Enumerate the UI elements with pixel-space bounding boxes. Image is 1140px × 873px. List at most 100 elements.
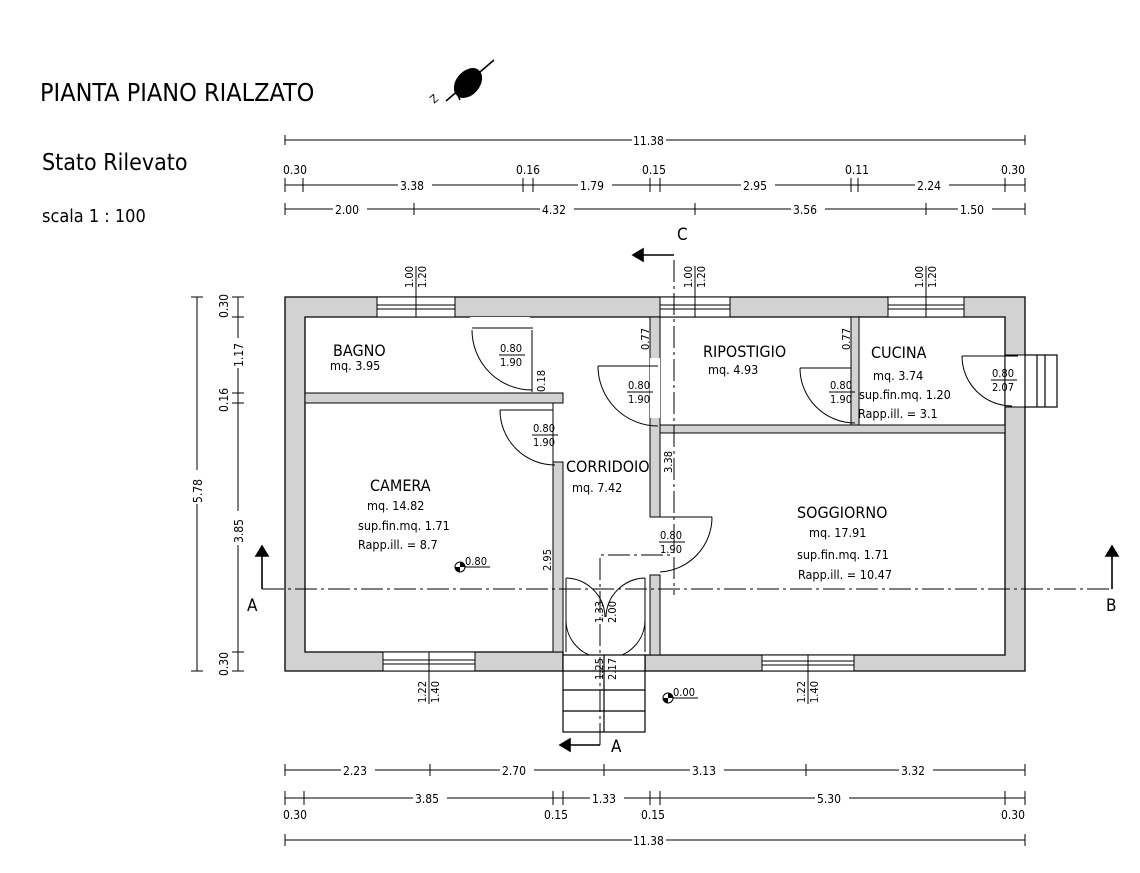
room-camera: CAMERA mq. 14.82 sup.fin.mq. 1.71 Rapp.i…	[358, 476, 450, 552]
top-dim-label: 0.16	[516, 163, 540, 177]
bottom-dimension-labels: 2.23 2.70 3.13 3.32 3.85 1.33 5.30 0.30 …	[283, 763, 1025, 848]
entrance-dim-a: 1.33	[593, 601, 606, 623]
bottom-dim-label: 0.15	[641, 808, 665, 822]
room-bagno: BAGNO mq. 3.95	[330, 341, 386, 373]
section-label-b: B	[1106, 596, 1117, 616]
door-width: 0.80	[992, 367, 1014, 380]
section-label-a-bottom: A	[611, 737, 622, 757]
door-width: 0.80	[500, 342, 522, 355]
room-sup: sup.fin.mq. 1.20	[859, 387, 951, 402]
wall-label: 3.38	[662, 451, 675, 473]
room-rapp: Rapp.ill. = 10.47	[798, 567, 892, 582]
window-width: 1.22	[795, 681, 808, 703]
bottom-dim-label: 3.13	[692, 764, 716, 778]
room-sup: sup.fin.mq. 1.71	[797, 547, 889, 562]
step-dim-b: 2.17	[606, 658, 619, 680]
door-labels: 0.80 1.90 0.80 1.90 0.80 1.90 0.80 1.90 …	[499, 342, 1017, 680]
bottom-dim-label: 2.70	[502, 764, 526, 778]
bottom-dim-label: 1.33	[592, 792, 616, 806]
wall-label: 0.18	[535, 370, 548, 392]
top-dim-label: 1.79	[580, 179, 604, 193]
wall-label: 0.77	[840, 328, 853, 350]
room-area: mq. 7.42	[572, 480, 622, 495]
plan-title: PIANTA PIANO RIALZATO	[40, 78, 314, 107]
window-height: 1.40	[808, 681, 821, 703]
top-dim-label: 3.38	[400, 179, 424, 193]
room-cucina: CUCINA mq. 3.74 sup.fin.mq. 1.20 Rapp.il…	[858, 343, 951, 421]
left-total-label: 5.78	[191, 479, 205, 503]
window-width: 1.22	[416, 681, 429, 703]
top-dim-label: 2.95	[743, 179, 767, 193]
elevation-marker-outside: 0.00	[662, 686, 698, 704]
elevation-value: 0.00	[673, 686, 695, 699]
bottom-dim-label: 0.15	[544, 808, 568, 822]
section-label-a: A	[247, 596, 258, 616]
window-width: 1.00	[403, 266, 416, 288]
left-dim-label: 0.16	[217, 388, 231, 412]
top-dim-label: 2.24	[917, 179, 941, 193]
left-dim-label: 3.85	[232, 519, 246, 543]
left-dim-label: 1.17	[232, 343, 246, 367]
room-area: mq. 3.74	[873, 368, 923, 383]
bottom-dim-label: 3.85	[415, 792, 439, 806]
room-area: mq. 17.91	[809, 525, 866, 540]
room-area: mq. 3.95	[330, 358, 380, 373]
svg-text:Z: Z	[428, 92, 442, 106]
window-ticks	[415, 266, 927, 704]
north-arrow-icon: Z	[428, 59, 495, 106]
room-rapp: Rapp.ill. = 8.7	[358, 537, 438, 552]
entrance-steps	[562, 654, 646, 733]
top-total-label: 11.38	[633, 134, 664, 148]
top-dim-label: 0.15	[642, 163, 666, 177]
top-dim-label: 3.56	[793, 203, 817, 217]
door-height: 1.90	[660, 543, 682, 556]
left-dim-label: 0.30	[217, 294, 231, 318]
door-width: 0.80	[628, 379, 650, 392]
bottom-dim-label: 5.30	[817, 792, 841, 806]
section-markers	[254, 247, 1120, 753]
section-label-c: C	[677, 225, 688, 245]
window-height: 1.40	[429, 681, 442, 703]
room-area: mq. 14.82	[367, 498, 424, 513]
left-dim-label: 0.30	[217, 652, 231, 676]
bottom-dim-label: 0.30	[283, 808, 307, 822]
top-dim-label: 2.00	[335, 203, 359, 217]
window-height: 1.20	[695, 266, 708, 288]
room-rapp: Rapp.ill. = 3.1	[858, 406, 938, 421]
room-ripostigio: RIPOSTIGIO mq. 4.93	[703, 342, 786, 377]
top-dim-label: 0.30	[283, 163, 307, 177]
bottom-dim-label: 0.30	[1001, 808, 1025, 822]
left-dimension-labels: 5.78 0.30 1.17 0.16 3.85 0.30	[190, 294, 246, 676]
window-width: 1.00	[682, 266, 695, 288]
plan-subtitle: Stato Rilevato	[42, 150, 188, 176]
door-height: 1.90	[830, 393, 852, 406]
balcony	[1024, 354, 1058, 408]
door-height: 1.90	[533, 436, 555, 449]
room-area: mq. 4.93	[708, 362, 758, 377]
door-width: 0.80	[533, 422, 555, 435]
room-name: BAGNO	[333, 341, 386, 360]
room-name: CAMERA	[370, 476, 431, 495]
step-dim-a: 1.25	[593, 658, 606, 680]
top-dim-label: 0.11	[845, 163, 869, 177]
wall-labels: 0.18 0.77 0.77 3.38 2.95	[535, 328, 853, 571]
elevation-marker-camera: 0.80	[454, 555, 490, 573]
top-dim-label: 1.50	[960, 203, 984, 217]
wall-label: 2.95	[541, 549, 554, 571]
room-sup: sup.fin.mq. 1.71	[358, 518, 450, 533]
window-height: 1.20	[926, 266, 939, 288]
window-height: 1.20	[416, 266, 429, 288]
section-lines	[262, 260, 1112, 745]
window-labels: 1.00 1.20 1.00 1.20 1.00 1.20 1.22 1.40 …	[403, 266, 939, 703]
bottom-total-label: 11.38	[633, 834, 664, 848]
bottom-dim-label: 3.32	[901, 764, 925, 778]
windows	[376, 296, 1026, 672]
bottom-dim-label: 2.23	[343, 764, 367, 778]
top-dimension-labels: 11.38 0.30 3.38 0.16 1.79 0.15 2.95 0.11…	[283, 133, 1025, 217]
room-soggiorno: SOGGIORNO mq. 17.91 sup.fin.mq. 1.71 Rap…	[797, 503, 892, 582]
room-name: CUCINA	[871, 343, 927, 362]
window-width: 1.00	[913, 266, 926, 288]
door-height: 1.90	[500, 356, 522, 369]
top-dim-label: 0.30	[1001, 163, 1025, 177]
